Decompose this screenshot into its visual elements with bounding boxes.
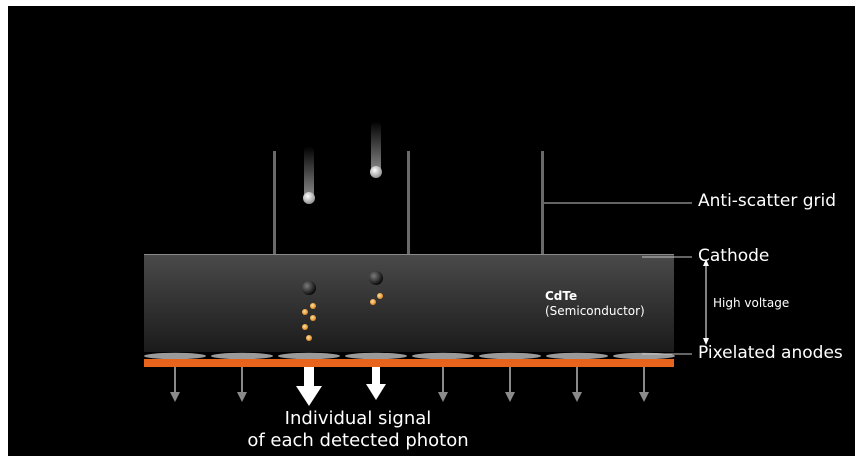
anode-pixel: [412, 352, 474, 360]
charge-carrier: [310, 315, 316, 321]
detector-illustration: [144, 121, 709, 406]
label-material-sub: (Semiconductor): [545, 304, 645, 318]
readout-arrow: [438, 367, 448, 402]
photon: [370, 166, 382, 178]
readout-arrow: [237, 367, 247, 402]
signal-arrow: [296, 367, 322, 406]
anti-scatter-grid: [273, 151, 544, 255]
label-high-voltage: High voltage: [713, 296, 790, 310]
label-pixelated-anodes: Pixelated anodes: [698, 343, 843, 363]
hole: [369, 271, 383, 285]
high-voltage-arrow: [703, 259, 709, 345]
diagram-canvas: Anti-scatter grid Cathode High voltage P…: [8, 6, 855, 456]
photon-trail: [304, 146, 314, 198]
charge-carrier: [306, 335, 312, 341]
anode-strip: [144, 359, 674, 367]
anode-pixel: [345, 352, 407, 360]
readout-arrow: [639, 367, 649, 402]
pixel-anodes: [144, 352, 675, 360]
readout-arrow: [572, 367, 582, 402]
readout-arrow: [505, 367, 515, 402]
grid-lamella: [407, 151, 410, 255]
photon: [303, 192, 315, 204]
hole: [302, 281, 316, 295]
grid-lamella: [541, 151, 544, 255]
anode-pixel: [546, 352, 608, 360]
charge-carrier: [302, 309, 308, 315]
semiconductor-block: [144, 254, 674, 352]
anode-pixel: [211, 352, 273, 360]
photon-trail: [371, 121, 381, 173]
signal-arrows: [296, 367, 386, 406]
pixel-readout-arrows: [170, 367, 649, 402]
label-material: CdTe: [545, 289, 578, 303]
readout-arrow: [170, 367, 180, 402]
absorption-event-2: [369, 271, 383, 305]
label-cathode: Cathode: [698, 246, 770, 266]
incoming-photons: [303, 121, 382, 204]
grid-lamella: [273, 151, 276, 255]
absorption-event-1: [302, 281, 316, 341]
anode-pixel: [144, 352, 206, 360]
anode-pixel: [278, 352, 340, 360]
charge-carrier: [377, 293, 383, 299]
charge-carrier: [302, 324, 308, 330]
signal-arrow: [366, 367, 386, 400]
anode-pixel: [479, 352, 541, 360]
caption-line-2: of each detected photon: [247, 430, 469, 451]
charge-carrier: [310, 303, 316, 309]
leader-lines: [544, 202, 692, 355]
charge-carrier: [370, 299, 376, 305]
label-anti-scatter-grid: Anti-scatter grid: [698, 191, 837, 211]
caption-line-1: Individual signal: [284, 408, 432, 429]
